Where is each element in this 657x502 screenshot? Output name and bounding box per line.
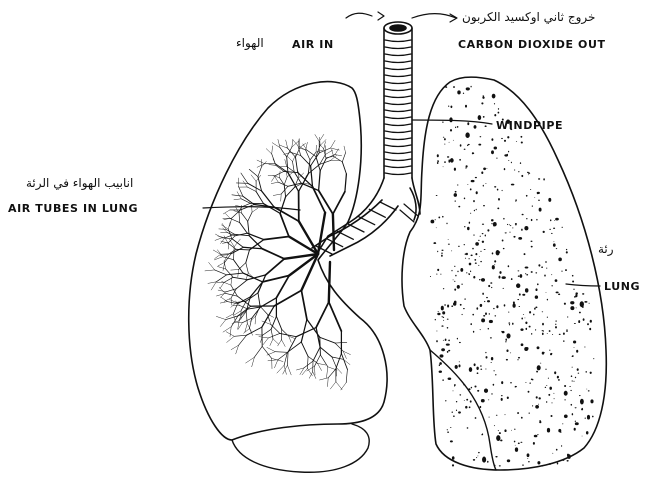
left-lung-lower-lobe [232,424,369,472]
right-lung-fissure [430,350,496,470]
air-in-label-arabic: الهواء [236,36,264,50]
carbon-dioxide-out-label-arabic: خروج ثاني اوكسيد الكربون [462,10,595,24]
carbon-dioxide-out-label: CARBON DIOXIDE OUT [458,38,606,51]
right-lung-outline [402,77,606,470]
left-lung-outline [189,82,387,440]
air-in-arrow [346,13,372,18]
air-tubes-label-arabic: انابيب الهواء في الرئة [26,176,133,190]
air-in-label: AIR IN [292,38,334,51]
windpipe-label: WINDPIPE [496,119,563,132]
lung-label-arabic: رئة [598,242,614,256]
lung-label: LUNG [604,280,640,293]
co2-arrow [412,14,456,19]
lung-leader [566,284,600,286]
right-lung-texture [430,86,594,467]
air-tubes-label: AIR TUBES IN LUNG [8,202,138,215]
